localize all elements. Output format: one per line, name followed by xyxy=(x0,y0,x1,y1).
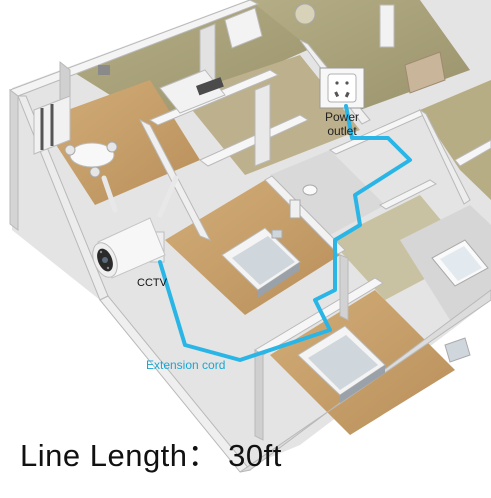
floor-corridor xyxy=(330,195,470,300)
bathtub-icon xyxy=(431,239,489,287)
desk-icon xyxy=(224,3,446,94)
cctv-camera-icon xyxy=(92,175,179,279)
toilet-icon xyxy=(289,184,318,219)
chair-icon xyxy=(444,337,471,363)
power-outlet-label-line2: outlet xyxy=(327,124,357,138)
floor-right-room xyxy=(420,80,491,200)
line-length-caption: Line Length： 30ft xyxy=(20,438,282,473)
cctv-label: CCTV xyxy=(137,277,167,289)
bed-icon-2 xyxy=(297,325,386,403)
extension-cord-cable xyxy=(158,104,412,362)
extension-cord-label: Extension cord xyxy=(146,358,226,372)
bed-icon xyxy=(221,227,301,298)
floor-living xyxy=(40,80,200,205)
power-socket-icon xyxy=(319,67,365,109)
round-table-icon xyxy=(64,141,118,178)
power-outlet-label-line1: Power xyxy=(324,110,359,124)
power-outlet-label: Power outlet xyxy=(318,110,366,138)
dining-table-icon xyxy=(98,65,226,114)
shelf-icon xyxy=(33,95,71,155)
